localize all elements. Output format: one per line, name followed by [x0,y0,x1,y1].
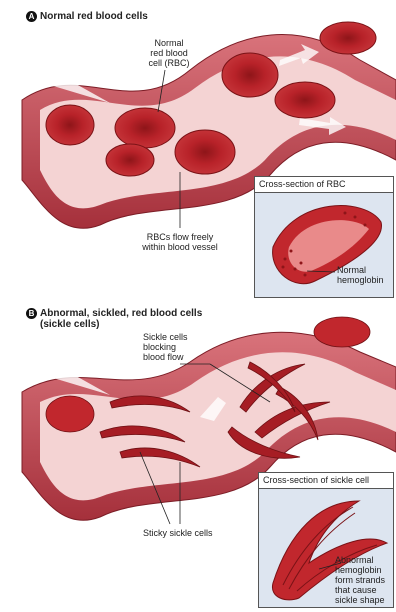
label-sickle-blocking: Sickle cells blocking blood flow [143,332,213,362]
panel-b-heading: B Abnormal, sickled, red blood cells (si… [26,308,202,330]
panel-normal-rbc: A Normal red blood cells Normal red bloo… [0,0,396,302]
rbc [175,130,235,174]
rbc [275,82,335,118]
rbc [320,22,376,54]
inset-rbc-cross-section: Cross-section of RBC Normal hemoglobin [254,176,394,298]
panel-sickle-cells: B Abnormal, sickled, red blood cells (si… [0,302,396,612]
rbc [222,53,278,97]
label-sticky-sickle-cells: Sticky sickle cells [143,528,243,538]
label-rbc-flow: RBCs flow freely within blood vessel [130,232,230,252]
rbc [46,396,94,432]
inset-label-normal-hemoglobin: Normal hemoglobin [337,265,393,285]
panel-b-badge: B [26,308,37,319]
panel-a-heading: A Normal red blood cells [26,11,148,22]
rbc [46,105,94,145]
panel-a-badge: A [26,11,37,22]
inset-sickle-cross-section: Cross-section of sickle cell Abnormal he… [258,472,394,608]
panel-a-title: Normal red blood cells [40,11,148,22]
rbc [106,144,154,176]
label-normal-rbc: Normal red blood cell (RBC) [134,38,204,68]
panel-b-title: Abnormal, sickled, red blood cells (sick… [40,308,202,330]
inset-label-abnormal-hemoglobin: Abnormal hemoglobin form strands that ca… [335,555,393,605]
rbc [314,317,370,347]
rbc [115,108,175,148]
